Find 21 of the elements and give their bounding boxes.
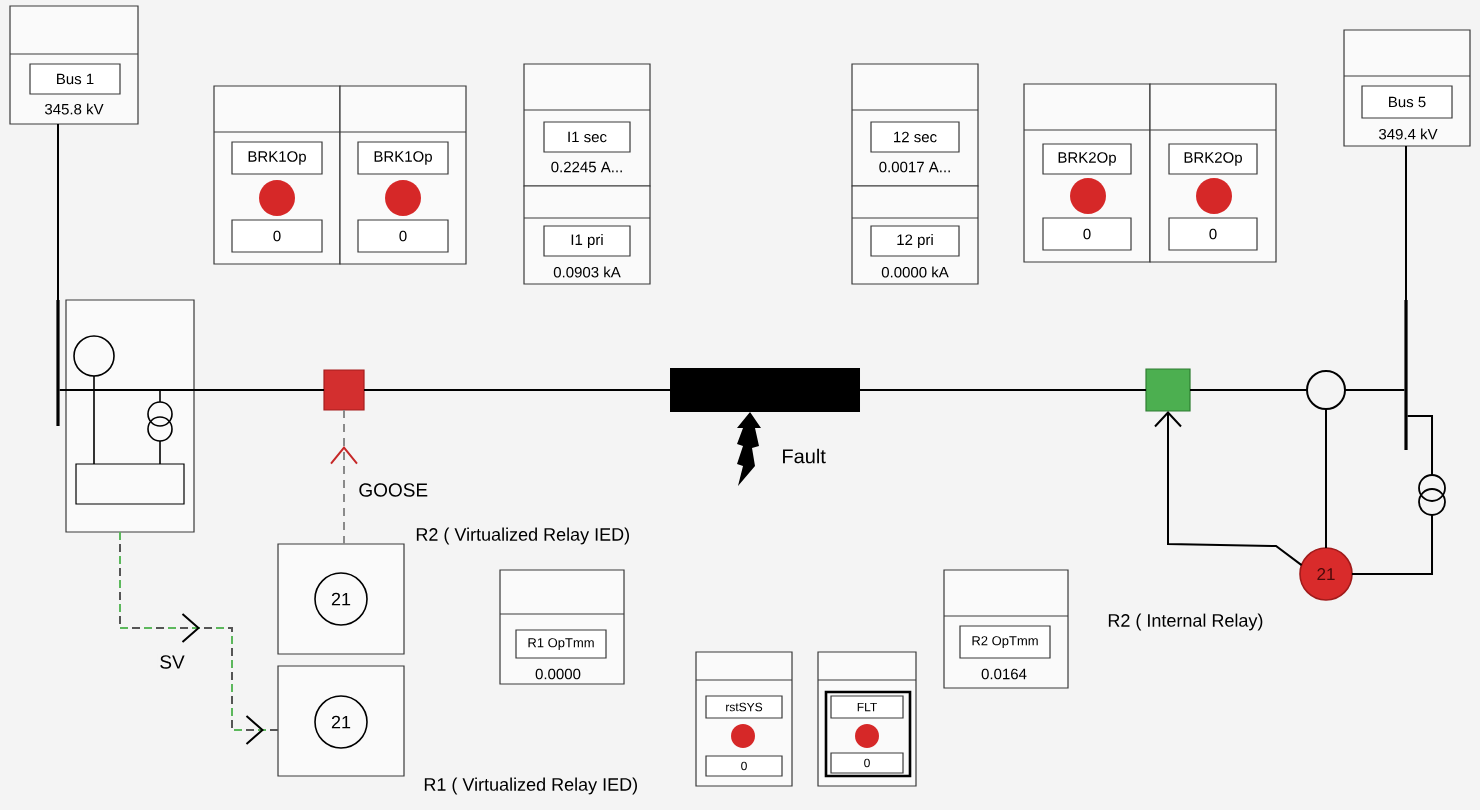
- relay-caption: R2 ( Virtualized Relay IED): [416, 527, 629, 545]
- relay-caption: R2 ( Internal Relay): [1108, 613, 1263, 631]
- power-line: [193, 389, 325, 391]
- breaker-square: [323, 369, 365, 411]
- edge-label: SV: [157, 653, 187, 671]
- power-line: [859, 389, 1147, 391]
- power-line: [363, 389, 671, 391]
- bus-line: [57, 123, 59, 301]
- power-line: [1344, 389, 1406, 391]
- relay-caption: R1 ( Virtualized Relay IED): [424, 777, 637, 795]
- ct-circle: [1306, 370, 1346, 410]
- breaker-square: [1145, 368, 1191, 412]
- bus-line: [1405, 145, 1407, 301]
- power-line: [1189, 389, 1308, 391]
- fault-bar: [670, 368, 860, 412]
- wire: [1325, 408, 1327, 549]
- power-line: [58, 389, 67, 391]
- edge-label: GOOSE: [356, 481, 431, 499]
- wire: [1351, 415, 1433, 575]
- fault-label: Fault: [783, 448, 826, 464]
- arrow: [1154, 411, 1303, 567]
